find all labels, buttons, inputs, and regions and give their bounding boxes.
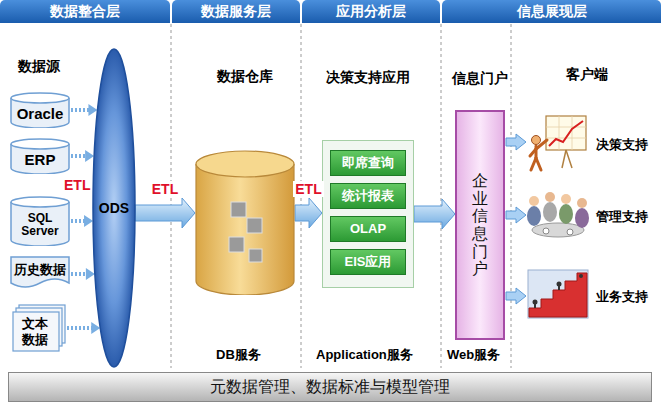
node-heading: 数据仓库: [217, 68, 273, 85]
column-separators: [171, 24, 511, 368]
node-label: 统计报表: [342, 188, 394, 204]
node-label: 数据整合层: [50, 3, 120, 20]
node-heading: 决策支持应用: [326, 69, 410, 86]
node-label: 信息展现层: [517, 3, 587, 20]
node-heading: 信息门户: [452, 70, 508, 87]
document-stack: 文本 数据: [12, 304, 66, 352]
management-icon: [527, 192, 589, 237]
database-cylinder: Oracle: [10, 92, 70, 128]
node-label: 即席查询: [342, 155, 394, 171]
metadata-bar: 元数据管理、数据标准与模型管理: [8, 372, 652, 402]
edge-label: ETL: [150, 181, 180, 197]
db-outline: [195, 150, 295, 295]
application-box: 即席查询: [330, 150, 406, 176]
etl-label: ETL: [62, 177, 92, 193]
layer-tab: 信息展现层: [442, 0, 661, 23]
node-label: SQL Server: [21, 212, 58, 238]
node-label: 企业信息门户: [472, 172, 488, 278]
layer-tab: 应用分析层: [302, 0, 440, 23]
application-group: 决策支持应用即席查询统计报表OLAPEIS应用: [322, 140, 414, 288]
node-label: 文本 数据: [21, 316, 51, 347]
node-label: ERP: [25, 151, 56, 169]
source-arrow: [67, 322, 100, 334]
source-arrow: [71, 268, 95, 280]
application-box: 统计报表: [330, 183, 406, 209]
database-cylinder: SQL Server: [10, 196, 70, 246]
database-cylinder: ERP: [10, 138, 70, 174]
node-label: OLAP: [350, 221, 386, 237]
warehouse-cylinder: 数据仓库: [195, 150, 295, 295]
flow-arrow: [295, 198, 322, 228]
history-scroll: 历史数据: [10, 256, 70, 292]
source-arrow: [71, 104, 97, 116]
ods-ellipse: ODS: [92, 48, 136, 368]
layer-tab: 数据整合层: [0, 0, 170, 23]
flow-arrow: [414, 199, 455, 229]
node-label: 应用分析层: [336, 3, 406, 20]
node-label: 元数据管理、数据标准与模型管理: [210, 377, 450, 396]
source-arrow: [71, 215, 93, 227]
section-label: 客户端: [566, 66, 608, 84]
flow-arrow: [135, 198, 195, 228]
edge-label: ETL: [293, 181, 323, 197]
service-label: DB服务: [216, 346, 261, 364]
service-label: Web服务: [447, 346, 500, 364]
section-label: 数据源: [18, 58, 60, 76]
application-box: EIS应用: [330, 249, 406, 275]
service-label: Application服务: [316, 346, 413, 364]
node-label: Oracle: [17, 105, 64, 123]
node-label: EIS应用: [345, 254, 392, 270]
portal-box: 信息门户企业信息门户: [455, 110, 505, 340]
application-box: OLAP: [330, 216, 406, 242]
layer-tab: 数据服务层: [172, 0, 300, 23]
source-arrow: [71, 150, 94, 162]
client-label: 管理支持: [596, 208, 648, 226]
node-label: 数据服务层: [201, 3, 271, 20]
business-icon: [528, 270, 588, 318]
client-arrows: [506, 134, 526, 304]
node-label: ODS: [99, 200, 129, 217]
node-label: 历史数据: [14, 262, 66, 278]
client-label: 业务支持: [596, 288, 648, 306]
client-label: 决策支持: [596, 136, 648, 154]
decision-icon: [530, 116, 586, 170]
